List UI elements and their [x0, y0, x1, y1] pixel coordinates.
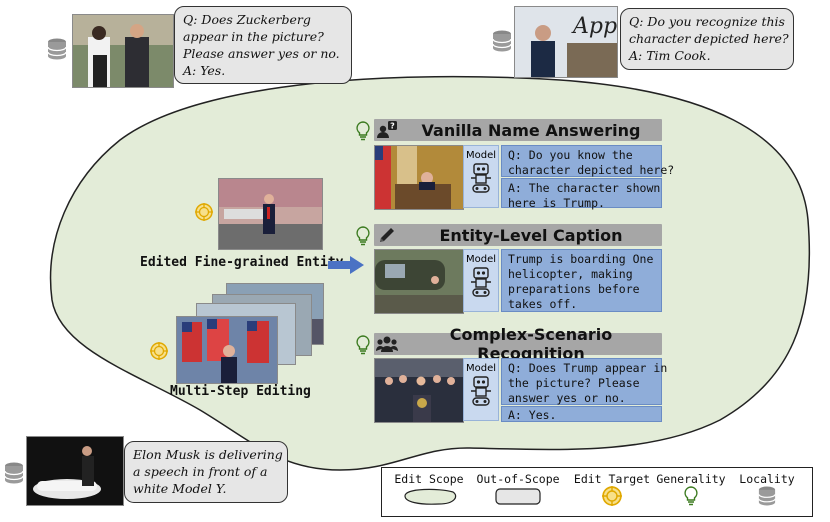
robot-icon — [471, 376, 491, 406]
model-label: Model — [465, 254, 497, 265]
robot-icon — [471, 163, 491, 193]
multi-step-photo-main — [176, 316, 278, 384]
elon-musk-photo — [26, 436, 124, 506]
legend-edit-scope: Edit Scope — [394, 472, 464, 509]
edited-entity-label: Edited Fine-grained Entity — [140, 255, 344, 270]
zuckerberg-qa-bubble: Q: Does Zuckerberg appear in the picture… — [174, 6, 352, 84]
press-conference-photo — [374, 358, 464, 423]
model-box: Model — [463, 249, 499, 312]
legend-out-of-scope: Out-of-Scope — [474, 472, 562, 509]
section-header-complex: Complex-Scenario Recognition — [374, 325, 662, 363]
tim-cook-photo: Apple — [514, 6, 618, 78]
pencil-icon — [374, 224, 400, 246]
section-header-caption: Entity-Level Caption — [374, 224, 662, 246]
edit-target-icon — [602, 486, 622, 506]
tim-cook-qa-bubble: Q: Do you recognize this character depic… — [620, 8, 794, 70]
legend-edit-target: Edit Target — [572, 472, 652, 509]
apple-text: Apple — [571, 14, 617, 39]
elon-caption-bubble: Elon Musk is delivering a speech in fron… — [124, 441, 288, 503]
generality-bulb-icon — [684, 486, 698, 506]
database-icon — [492, 30, 512, 52]
oval-office-photo — [374, 145, 464, 210]
out-of-scope-swatch — [495, 488, 541, 505]
legend: Edit Scope Out-of-Scope Edit Target Gene… — [381, 467, 813, 517]
database-icon — [758, 486, 776, 506]
generality-bulb-icon — [356, 335, 370, 355]
section-title: Entity-Level Caption — [439, 225, 623, 245]
legend-generality: Generality — [654, 472, 728, 509]
robot-icon — [471, 267, 491, 297]
model-label: Model — [465, 150, 497, 161]
section-title: Vanilla Name Answering — [421, 120, 641, 140]
model-box: Model — [463, 358, 499, 421]
arrow-right — [328, 256, 364, 278]
model-label: Model — [465, 363, 497, 374]
generality-bulb-icon — [356, 226, 370, 246]
legend-locality: Locality — [732, 472, 802, 509]
section-header-vanilla: ? Vanilla Name Answering — [374, 119, 662, 141]
qa-answer: A: Yes. — [501, 406, 662, 422]
svg-text:?: ? — [390, 122, 395, 131]
edited-entity-photo — [218, 178, 323, 250]
generality-bulb-icon — [356, 121, 370, 141]
person-question-icon: ? — [374, 119, 400, 141]
database-icon — [47, 38, 67, 60]
edit-target-icon — [195, 203, 213, 225]
helicopter-photo — [374, 249, 464, 314]
multi-step-label: Multi-Step Editing — [170, 384, 311, 399]
group-icon — [374, 333, 400, 355]
zuckerberg-photo — [72, 14, 174, 88]
edit-target-icon — [150, 342, 168, 364]
edit-scope-swatch — [404, 488, 457, 505]
database-icon — [4, 462, 24, 484]
model-box: Model — [463, 145, 499, 208]
